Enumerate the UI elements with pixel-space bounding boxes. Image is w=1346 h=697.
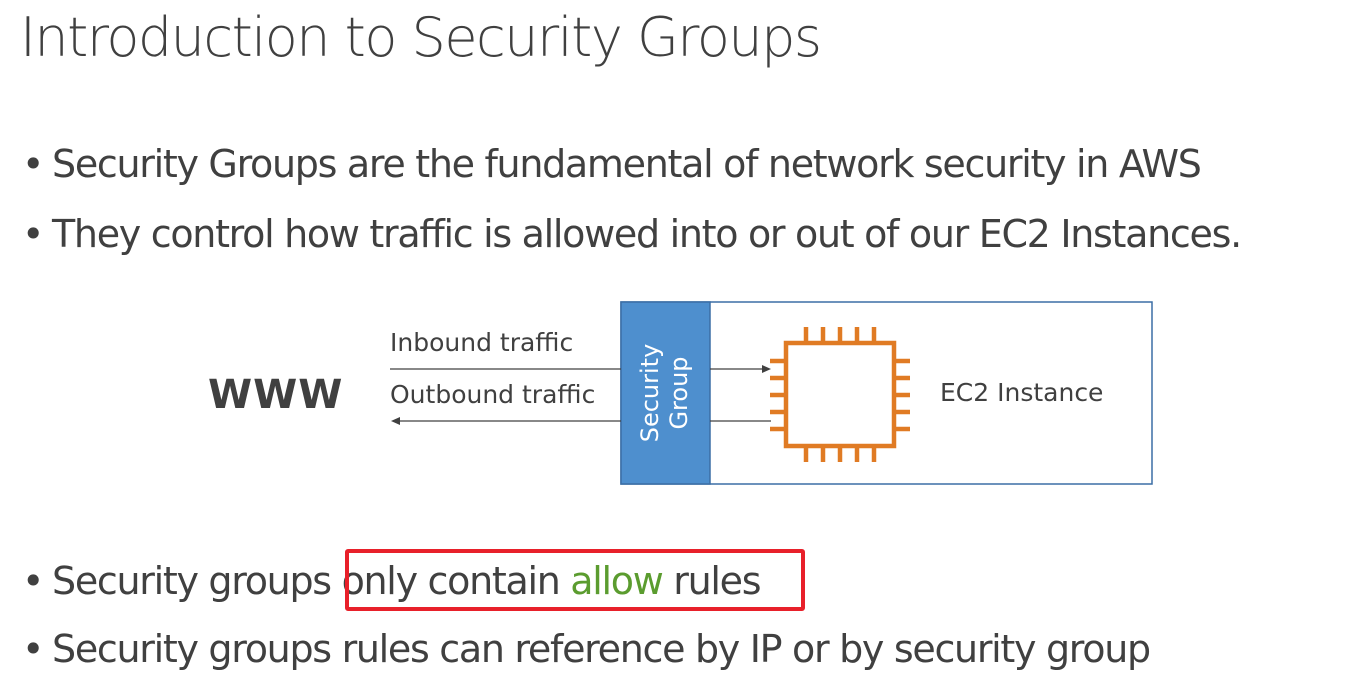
bullet-allow-rules: •Security groups only contain allow rule… — [22, 559, 762, 605]
bullet-dot: • — [22, 212, 44, 256]
ec2-instance-label: EC2 Instance — [940, 378, 1104, 407]
bullet-fundamental: •Security Groups are the fundamental of … — [22, 142, 1202, 188]
inbound-traffic-label: Inbound traffic — [390, 328, 574, 357]
bullet-dot: • — [22, 142, 44, 186]
outbound-traffic-label: Outbound traffic — [390, 380, 596, 409]
highlight-start: only contain — [341, 559, 571, 603]
security-group-label-line1: Security — [636, 343, 665, 443]
security-group-label-line2: Group — [665, 356, 693, 430]
ec2-instance-chip-icon — [770, 327, 910, 462]
security-group-bar — [620, 301, 711, 485]
allow-word: allow — [570, 559, 664, 603]
security-group-label: Security Group — [636, 344, 694, 443]
highlighted-phrase: only contain allow rules — [341, 559, 762, 603]
outbound-arrow-icon — [391, 417, 771, 425]
bullet-traffic-control: •They control how traffic is allowed int… — [22, 212, 1242, 258]
slide-title: Introduction to Security Groups — [20, 6, 822, 69]
allow-rules-highlight-box — [345, 549, 805, 611]
bullet-text: They control how traffic is allowed into… — [52, 212, 1242, 256]
bullet-dot: • — [22, 559, 44, 603]
highlight-end: rules — [662, 559, 761, 603]
bullet-dot: • — [22, 627, 44, 671]
bullet-reference-rules: •Security groups rules can reference by … — [22, 627, 1151, 673]
inbound-arrow-icon — [390, 365, 771, 373]
www-label: WWW — [208, 372, 344, 418]
bullet-text: Security groups rules can reference by I… — [52, 627, 1151, 671]
bullet-prefix: Security groups — [52, 559, 342, 603]
bullet-text: Security Groups are the fundamental of n… — [52, 142, 1202, 186]
